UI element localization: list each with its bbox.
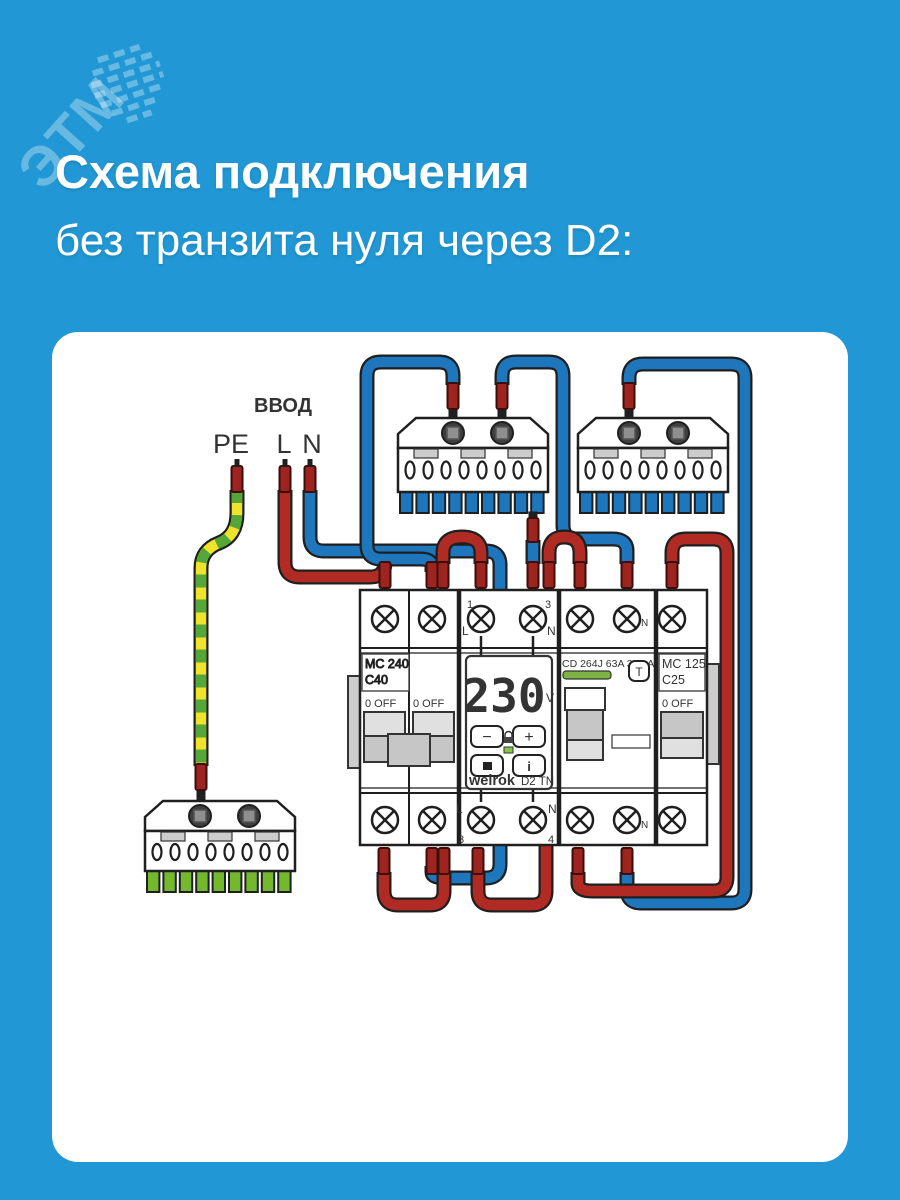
rcd-n-mark-bottom: N <box>641 820 648 831</box>
breaker-mc240: MC 240 C40 0 OFF 0 OFF <box>358 588 460 847</box>
rcd-handle <box>564 687 606 761</box>
mc240-label-box <box>361 653 410 692</box>
wire-bottom-u-relay <box>470 846 554 913</box>
screw <box>518 805 548 835</box>
page-title: Схема подключения без транзита нуля чере… <box>55 148 633 263</box>
rcd-n-mark-top: N <box>641 618 648 629</box>
wire-nbus2-to-rcd-bottom <box>619 356 753 911</box>
rcd-test-label: T <box>635 665 643 679</box>
screw <box>370 604 400 634</box>
rcd-green-stripe <box>562 670 612 680</box>
screw <box>612 604 642 634</box>
pe-teeth <box>146 868 292 893</box>
pe-label: PE <box>213 429 249 459</box>
wires <box>193 354 753 913</box>
bus2-teeth <box>579 489 725 514</box>
relay-plus-label: + <box>524 729 533 746</box>
wire-jumper-relay-rcd <box>541 529 588 564</box>
screw <box>518 604 548 634</box>
screw <box>466 805 496 835</box>
relay-info-button <box>512 754 546 777</box>
relay-voltage-unit: V <box>546 691 554 705</box>
mc125-handle <box>660 711 704 759</box>
mc240-name: MC 240 <box>365 657 409 671</box>
breaker-mc125: MC 125 C25 0 OFF <box>655 588 709 847</box>
screw <box>417 604 447 634</box>
screw <box>565 805 595 835</box>
relay-minus-button <box>470 725 504 748</box>
relay-buttons: − + i <box>470 725 546 777</box>
wire-pole2-to-nbus <box>359 354 461 572</box>
screw <box>565 604 595 634</box>
mc240-off-label-1: 0 OFF <box>365 698 396 710</box>
wire-nbus-to-rcd-top <box>494 354 635 564</box>
voltage-relay-d2tn: 1 L 3 N L 3 N 4 230 V − + i welrok D2 TN <box>456 588 560 847</box>
mc125-rating: C25 <box>662 673 685 687</box>
relay-brand: welrok <box>468 773 516 789</box>
wire-bottom-u-mc240 <box>376 872 452 913</box>
mc240-handles <box>363 711 455 767</box>
relay-lock-icon <box>504 730 513 737</box>
relay-voltage-display: 230 <box>462 669 545 723</box>
relay-info-label: i <box>527 759 531 774</box>
relay-terminal-3-label: 3 <box>545 599 551 611</box>
screw <box>417 805 447 835</box>
relay-terminal-4-label: 4 <box>548 834 554 846</box>
relay-bottom-l-label: L <box>456 802 463 816</box>
mc125-name: MC 125 <box>662 657 706 671</box>
rcd-label-window <box>611 734 651 749</box>
rcd-test-button <box>628 660 650 682</box>
wire-rcd-to-mc125 <box>570 531 735 899</box>
wire-ferrules <box>194 382 679 875</box>
title-line-2: без транзита нуля через D2: <box>55 216 634 265</box>
relay-bottom-n-label: N <box>548 802 557 816</box>
pe-bus-block <box>143 788 297 893</box>
screw <box>466 604 496 634</box>
relay-led-indicator <box>503 746 514 754</box>
relay-minus-label: − <box>482 729 491 746</box>
title-line-1: Схема подключения <box>55 145 530 198</box>
bus1-teeth <box>399 489 545 514</box>
relay-model: D2 TN <box>521 776 554 788</box>
n-label: N <box>302 429 322 459</box>
mc125-off-label: 0 OFF <box>662 698 693 710</box>
wire-jumper-pole2-relay1 <box>435 529 489 564</box>
relay-terminal-1-label: 1 <box>467 599 473 611</box>
neutral-bus-block-1 <box>396 406 550 521</box>
vvod-label: ВВОД <box>254 395 312 417</box>
mc240-rating: C40 <box>365 673 388 687</box>
relay-stop-icon <box>483 762 492 770</box>
neutral-bus-block-2 <box>576 406 730 514</box>
relay-top-n-label: N <box>547 624 556 638</box>
mc240-off-label-2: 0 OFF <box>413 698 444 710</box>
screw <box>657 604 687 634</box>
screw <box>612 805 642 835</box>
l-label: L <box>276 429 291 459</box>
screw <box>657 805 687 835</box>
relay-terminal-3b-label: 3 <box>458 834 464 846</box>
relay-plus-button <box>512 725 546 748</box>
screw <box>370 805 400 835</box>
mc125-label-box <box>658 653 706 692</box>
wire-pe <box>193 490 245 766</box>
relay-top-l-label: L <box>462 624 469 638</box>
relay-lock-body <box>504 737 513 743</box>
terminal-screws <box>370 604 687 835</box>
